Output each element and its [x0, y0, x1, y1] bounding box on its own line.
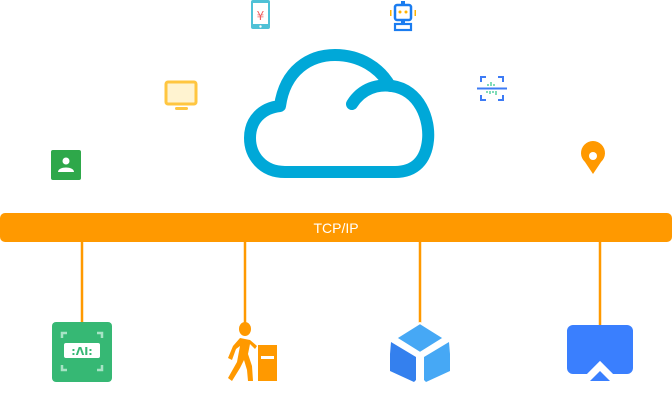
svg-text:¥: ¥: [257, 9, 265, 23]
voice-scan-icon: [477, 76, 507, 101]
tcp-ip-bus: TCP/IP: [0, 213, 672, 242]
cloud-icon: [244, 49, 435, 178]
tcp-ip-label: TCP/IP: [313, 219, 359, 236]
pedestrian-gate-icon: [228, 322, 277, 381]
user-card-icon: [51, 150, 81, 180]
mobile-payment-icon: ¥: [251, 0, 270, 29]
ai-recognition-icon: :ΛI:: [52, 322, 112, 382]
airplay-screen-icon: [567, 325, 633, 381]
robot-icon: [390, 1, 416, 32]
cube-icon: [390, 322, 450, 382]
svg-text::ΛI:: :ΛI:: [71, 345, 92, 358]
monitor-icon: [164, 80, 198, 110]
location-pin-icon: [581, 141, 605, 174]
connector-lines: [80, 242, 602, 325]
